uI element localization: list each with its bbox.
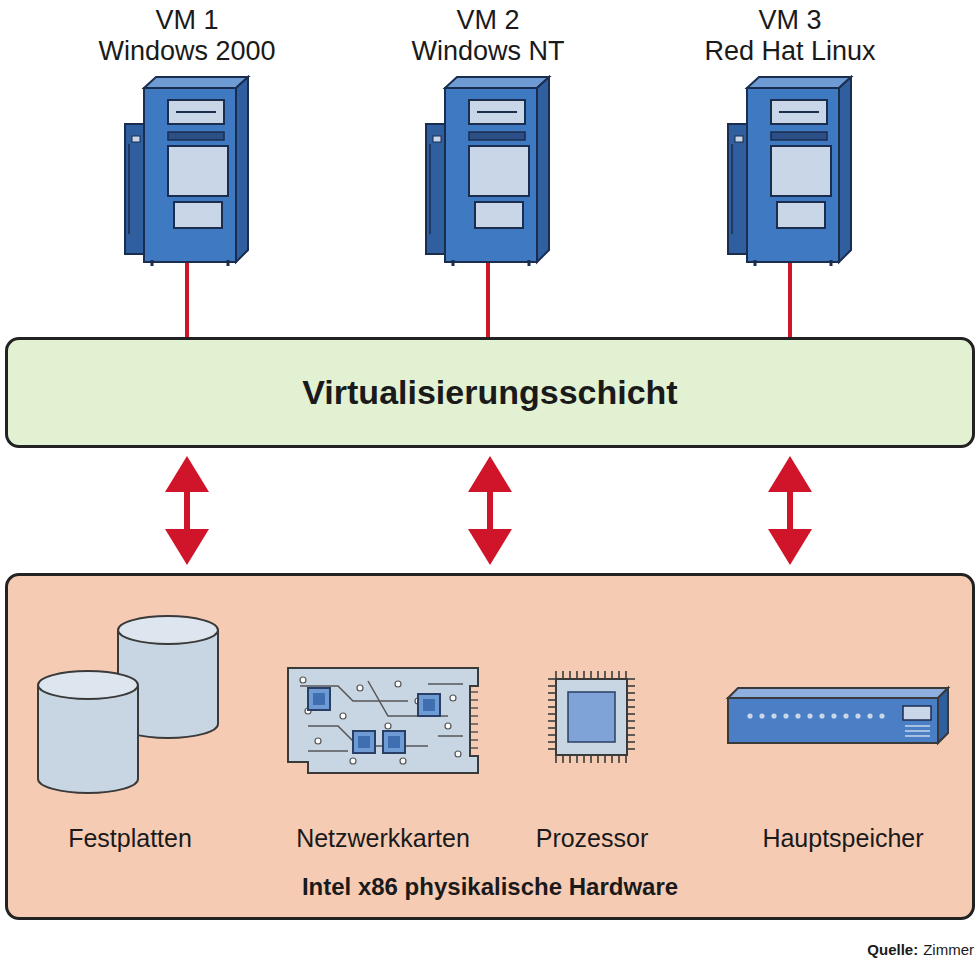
part-label: Festplatten (16, 823, 244, 853)
os-name: Windows NT (354, 36, 622, 67)
connector (468, 456, 512, 565)
connector (187, 262, 188, 339)
source-name: Zimmer (923, 941, 974, 958)
virtual-machine: VM 3Red Hat Linux (656, 2, 924, 264)
connector (790, 262, 791, 339)
os-name: Red Hat Linux (656, 36, 924, 67)
connector (488, 262, 489, 339)
hardware-part: Festplatten (16, 596, 244, 853)
os-name: Windows 2000 (53, 36, 321, 67)
connector (165, 456, 209, 565)
source-key: Quelle: (867, 941, 918, 958)
virtual-machine: VM 1Windows 2000 (53, 2, 321, 264)
source-note: Quelle: Zimmer (867, 941, 974, 958)
computer-icon (725, 74, 855, 266)
hardware-panel: Intel x86 physikalische Hardware Festplat… (5, 573, 975, 920)
hardware-title: Intel x86 physikalische Hardware (8, 873, 972, 901)
virtualization-layer: Virtualisierungsschicht (5, 337, 975, 448)
part-label: Prozessor (503, 823, 681, 853)
hardware-part: Netzwerkkarten (269, 596, 497, 853)
hardware-icons (8, 576, 978, 923)
virtual-machine: VM 2Windows NT (354, 2, 622, 264)
layer-title: Virtualisierungsschicht (302, 373, 677, 412)
vm-number: VM 2 (354, 5, 622, 36)
vm-number: VM 1 (53, 5, 321, 36)
part-label: Netzwerkkarten (269, 823, 497, 853)
part-label: Hauptspeicher (724, 823, 962, 853)
hardware-part: Prozessor (503, 596, 681, 853)
connector (768, 456, 812, 565)
vm-number: VM 3 (656, 5, 924, 36)
computer-icon (423, 74, 553, 266)
computer-icon (122, 74, 252, 266)
hardware-part: Hauptspeicher (724, 596, 962, 853)
